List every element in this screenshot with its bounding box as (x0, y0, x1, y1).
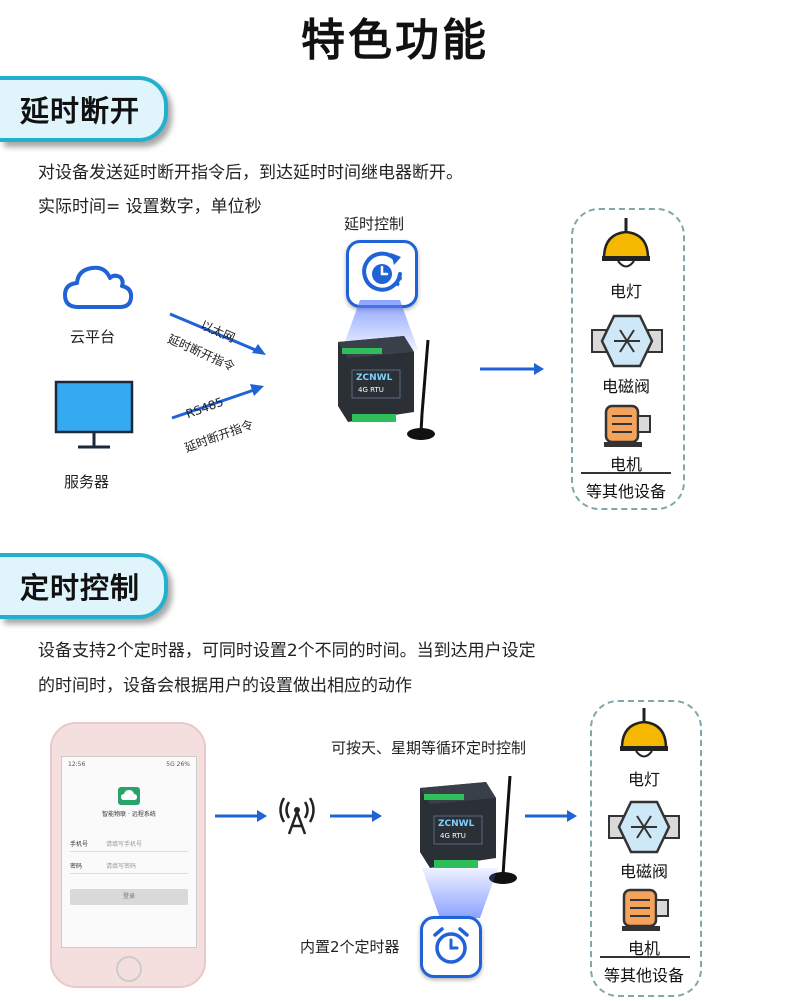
login-button[interactable]: 登录 (70, 889, 188, 905)
section2-heading-tab: 定时控制 (0, 553, 168, 619)
valve-label: 电磁阀 (601, 377, 650, 396)
section1-desc-line1: 对设备发送延时断开指令后，到达延时时间继电器断开。 (38, 163, 463, 183)
phone-screen: 12:56 5G 26% 智能物联 · 远程系统 手机号 请填写手机号 密码 请… (61, 756, 197, 948)
status-right: 5G 26% (166, 761, 190, 768)
timer-label: 内置2个定时器 (300, 938, 400, 956)
lamp-icon-2 (620, 708, 668, 758)
signal-arrow (330, 810, 382, 822)
to-devices-arrow-2 (525, 810, 577, 822)
to-devices-arrow-1 (480, 363, 544, 375)
phone-arrow (215, 810, 267, 822)
section2-heading: 定时控制 (20, 571, 141, 605)
server-label: 服务器 (64, 473, 110, 491)
clock-refresh-icon (362, 251, 402, 292)
lamp-icon (602, 218, 650, 268)
section1-desc-line2: 实际时间= 设置数字，单位秒 (38, 197, 262, 217)
lamp-label-2: 电灯 (627, 770, 660, 789)
cloud-icon (63, 265, 134, 309)
svg-text:4G RTU: 4G RTU (440, 832, 466, 840)
rs485-arrow (171, 384, 264, 420)
rtu-device-2: ZCNWL 4G RTU (420, 775, 517, 884)
ethernet-arrow (169, 312, 266, 355)
devices-divider-1 (581, 472, 671, 474)
alarm-clock-icon (433, 927, 469, 964)
delay-control-box (346, 240, 418, 308)
phone-mockup: 12:56 5G 26% 智能物联 · 远程系统 手机号 请填写手机号 密码 请… (50, 722, 206, 988)
phone-number-label: 手机号 (70, 841, 89, 848)
rtu-brand-1: ZCNWL (356, 373, 393, 383)
other-devices-label-1: 等其他设备 (585, 482, 666, 501)
motor-icon-2 (622, 888, 669, 931)
motor-label-2: 电机 (627, 939, 660, 958)
delay-control-label: 延时控制 (344, 215, 405, 233)
devices-divider-2 (600, 956, 690, 958)
lamp-label: 电灯 (609, 282, 642, 301)
status-time: 12:56 (68, 761, 86, 768)
page-title: 特色功能 (301, 15, 489, 66)
password-label: 密码 (70, 863, 83, 870)
password-input[interactable]: 请填写密码 (106, 863, 137, 870)
devices-box-2 (590, 700, 702, 997)
app-name: 智能物联 · 远程系统 (102, 811, 156, 818)
solenoid-valve-icon-2 (608, 800, 680, 854)
cycle-control-label: 可按天、星期等循环定时控制 (331, 739, 527, 757)
home-button (116, 956, 142, 982)
section2-desc-line2: 的时间时，设备会根据用户的设置做出相应的动作 (38, 676, 412, 696)
motor-label: 电机 (609, 455, 642, 474)
section1-heading-tab: 延时断开 (0, 76, 168, 142)
phone-number-input[interactable]: 请填写手机号 (106, 841, 143, 848)
rtu-brand-2: ZCNWL (438, 819, 475, 829)
solenoid-valve-icon (591, 314, 663, 368)
signal-tower-icon (279, 797, 315, 835)
monitor-icon (54, 380, 134, 449)
cloud-label: 云平台 (70, 328, 116, 346)
timer-box (420, 916, 482, 978)
devices-box-1 (571, 208, 685, 510)
section2-desc-line1: 设备支持2个定时器，可同时设置2个不同的时间。当到达用户设定 (38, 641, 536, 661)
app-logo-icon (118, 787, 140, 805)
motor-icon (604, 404, 651, 447)
rtu-device-1: ZCNWL 4G RTU (338, 336, 435, 440)
valve-label-2: 电磁阀 (619, 862, 668, 881)
section1-heading: 延时断开 (20, 94, 141, 128)
light-beam-2 (422, 868, 498, 918)
svg-text:4G RTU: 4G RTU (358, 386, 384, 394)
other-devices-label-2: 等其他设备 (603, 966, 684, 985)
